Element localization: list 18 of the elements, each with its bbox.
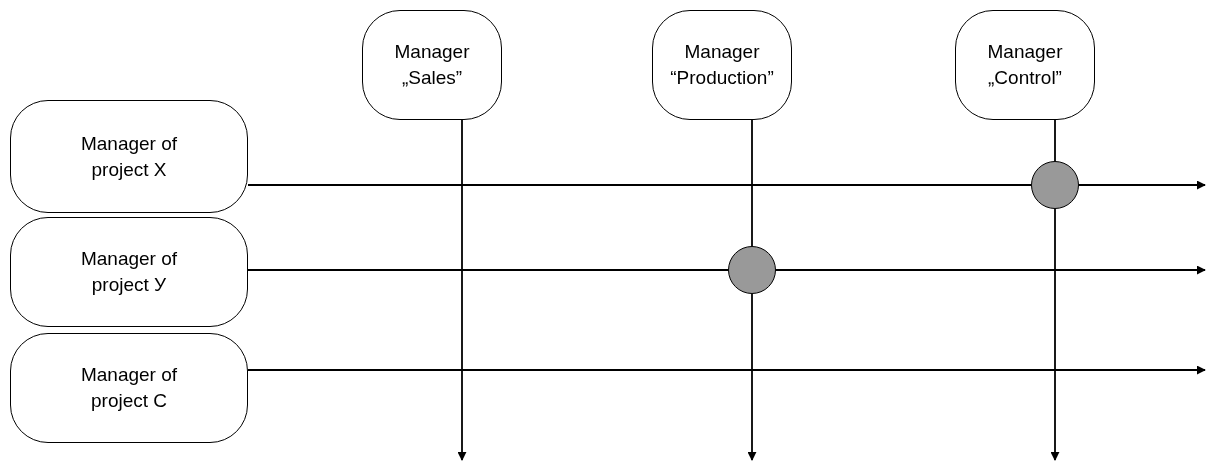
arrow [1078, 180, 1206, 190]
role-box: Manager of project X [10, 100, 248, 213]
role-box: Manager “Production” [652, 10, 792, 120]
role-box: Manager of project C [10, 333, 248, 443]
arrow [1050, 208, 1060, 461]
connector-line [247, 269, 729, 271]
arrow [747, 293, 757, 461]
connector-line [1054, 119, 1056, 162]
arrow [247, 365, 1206, 375]
role-box: Manager „Control” [955, 10, 1095, 120]
connector-line [751, 119, 753, 247]
junction-circle [728, 246, 776, 294]
arrow [457, 119, 467, 461]
role-box: Manager of project У [10, 217, 248, 327]
junction-circle [1031, 161, 1079, 209]
connector-line [247, 184, 1032, 186]
arrow [775, 265, 1206, 275]
role-box: Manager „Sales” [362, 10, 502, 120]
